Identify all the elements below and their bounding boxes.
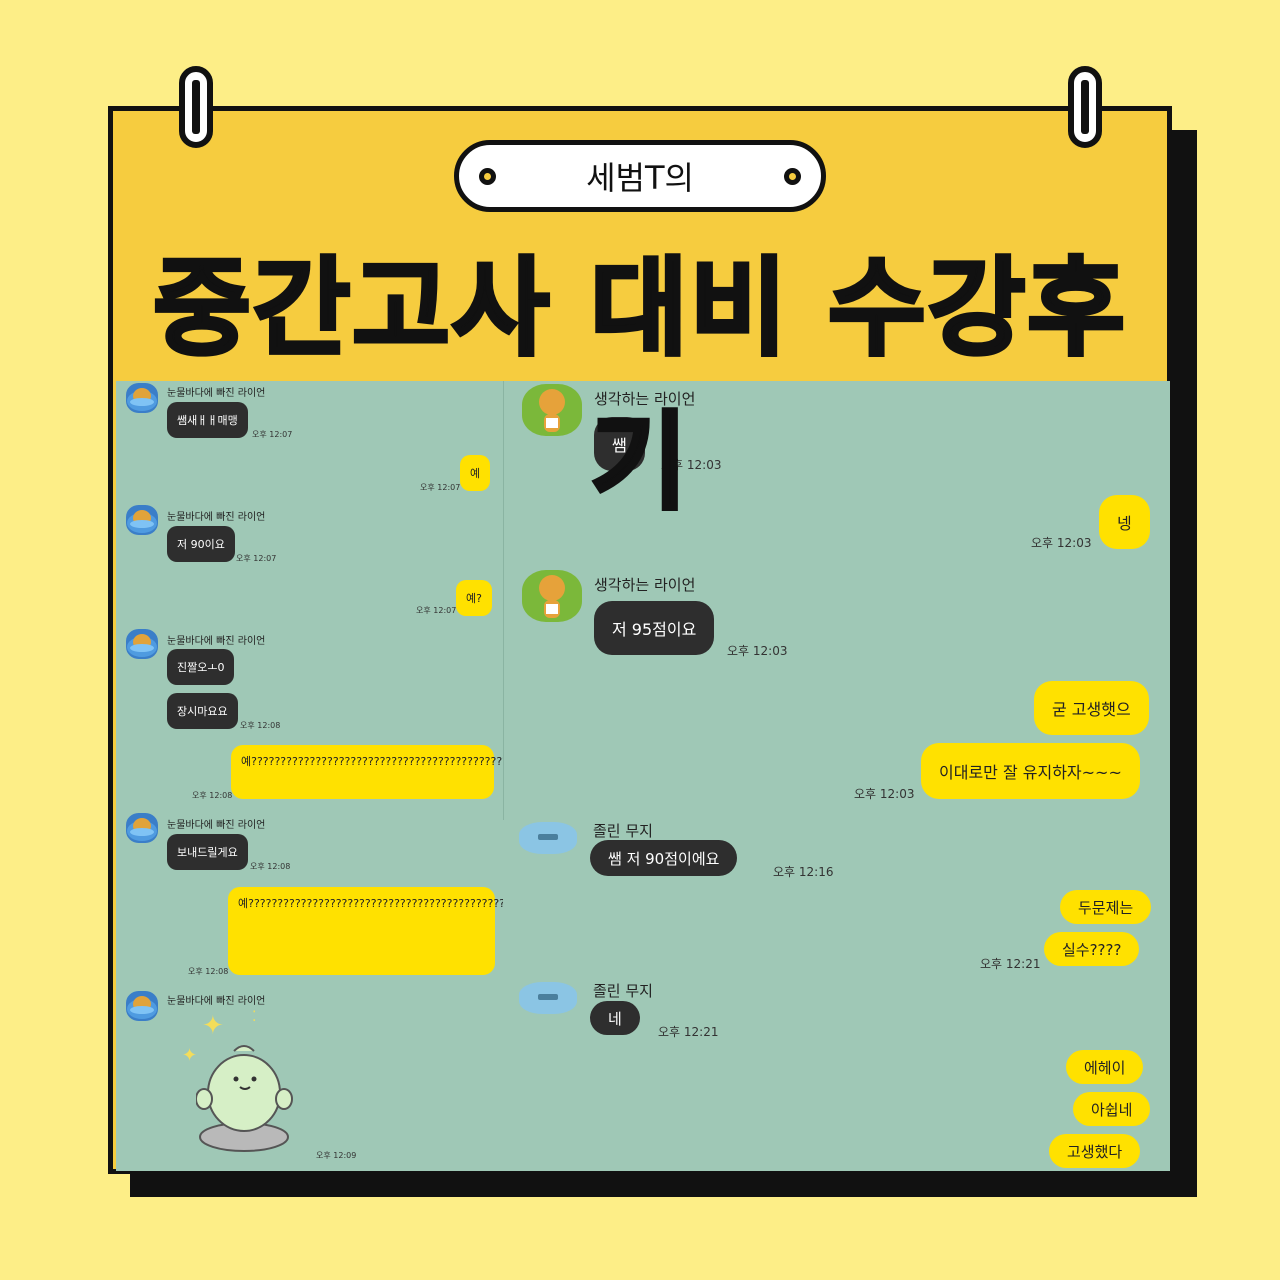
- message-bubble: 쌤새ㅐㅐ매맹: [167, 402, 248, 438]
- message-bubble-mine: 실수????: [1044, 932, 1140, 966]
- message-time: 오후 12:07: [416, 606, 457, 615]
- page-title: 중간고사 대비 수강후기: [151, 245, 1127, 526]
- message-time: 오후 12:03: [661, 458, 722, 472]
- binder-ring-right: [1068, 66, 1102, 148]
- message-time: 오후 12:08: [192, 791, 233, 800]
- muzi-avatar: [519, 982, 577, 1014]
- sender-name: 생각하는 라이언: [594, 576, 696, 594]
- pill-dot-left: [479, 168, 496, 185]
- message-bubble-mine: 예: [460, 455, 491, 491]
- sender-name: 졸린 무지: [593, 822, 653, 840]
- chat-screenshot-right-top: 생각하는 라이언 쌤 오후 12:03 넹 오후 12:03 생각하는 라이언 …: [503, 381, 1170, 820]
- message-time: 오후 12:08: [240, 721, 281, 730]
- message-bubble-mine-long: 예???????????????????????????????????????…: [231, 745, 503, 799]
- message-bubble: 저 95점이요: [594, 601, 715, 655]
- ryan-thinking-avatar: [522, 384, 582, 436]
- ryan-crying-avatar: [126, 629, 158, 659]
- binder-ring-left: [179, 66, 213, 148]
- message-bubble-mine: 굳 고생햇으: [1034, 681, 1149, 735]
- message-time: 오후 12:16: [773, 865, 834, 879]
- sender-name: 졸린 무지: [593, 982, 653, 1000]
- message-bubble: 저 90이요: [167, 526, 235, 562]
- subtitle-text: 세범T의: [586, 159, 694, 197]
- message-time: 오후 12:03: [854, 787, 915, 801]
- message-time: 오후 12:08: [250, 862, 291, 871]
- message-bubble-mine-long: 예???????????????????????????????????????…: [228, 887, 503, 975]
- message-time: 오후 12:21: [658, 1025, 719, 1039]
- message-bubble-mine: 아쉽네: [1073, 1092, 1151, 1126]
- sender-name: 눈물바다에 빠진 라이언: [167, 996, 266, 1007]
- message-time: 오후 12:21: [980, 957, 1041, 971]
- message-bubble: 진짤오ㅗ0: [167, 649, 235, 685]
- message-time: 오후 12:03: [1031, 536, 1092, 550]
- message-time: 오후 12:07: [252, 430, 293, 439]
- ryan-thinking-avatar: [522, 570, 582, 622]
- sparkle-icon: ✦: [202, 1011, 224, 1041]
- ryan-crying-avatar: [126, 383, 158, 413]
- message-time: 오후 12:08: [188, 967, 229, 976]
- message-time: 오후 12:07: [420, 483, 461, 492]
- ryan-crying-avatar: [126, 813, 158, 843]
- chat-screenshot-left: 눈물바다에 빠진 라이언 쌤새ㅐㅐ매맹 오후 12:07 예 오후 12:07 …: [116, 381, 503, 1171]
- sender-name: 눈물바다에 빠진 라이언: [167, 388, 266, 399]
- sparkle-icon: ✦: [182, 1045, 198, 1066]
- message-bubble: 쌤 저 90점이에요: [590, 840, 738, 876]
- message-bubble-mine: 에헤이: [1066, 1050, 1144, 1084]
- message-time: 오후 12:07: [236, 554, 277, 563]
- sparkle-icon: ⁚: [252, 1009, 257, 1025]
- muzi-avatar: [519, 822, 577, 854]
- message-bubble: 쌤: [594, 417, 645, 471]
- ryan-crying-avatar: [126, 505, 158, 535]
- message-time: 오후 12:09: [316, 1151, 357, 1160]
- message-bubble-mine: 고생했다: [1049, 1134, 1141, 1168]
- dinosaur-sticker-icon: [195, 1037, 296, 1157]
- pill-dot-right: [784, 168, 801, 185]
- subtitle-pill: 세범T의: [454, 140, 826, 212]
- sender-name: 눈물바다에 빠진 라이언: [167, 636, 266, 647]
- message-bubble: 장시마요요: [167, 693, 238, 729]
- message-bubble-mine: 두문제는: [1060, 890, 1152, 924]
- sender-name: 생각하는 라이언: [594, 390, 696, 408]
- ryan-crying-avatar: [126, 991, 158, 1021]
- sender-name: 눈물바다에 빠진 라이언: [167, 820, 266, 831]
- message-bubble-mine: 이대로만 잘 유지하자~~~: [921, 743, 1140, 799]
- message-bubble: 네: [590, 1001, 640, 1035]
- message-bubble-mine: 넹: [1099, 495, 1150, 549]
- message-bubble: 보내드릴게요: [167, 834, 248, 870]
- sender-name: 눈물바다에 빠진 라이언: [167, 512, 266, 523]
- message-bubble-mine: 예?: [456, 580, 492, 616]
- message-time: 오후 12:03: [727, 644, 788, 658]
- chat-screenshot-right-bottom: 졸린 무지 쌤 저 90점이에요 오후 12:16 두문제는 실수???? 오후…: [503, 820, 1170, 1171]
